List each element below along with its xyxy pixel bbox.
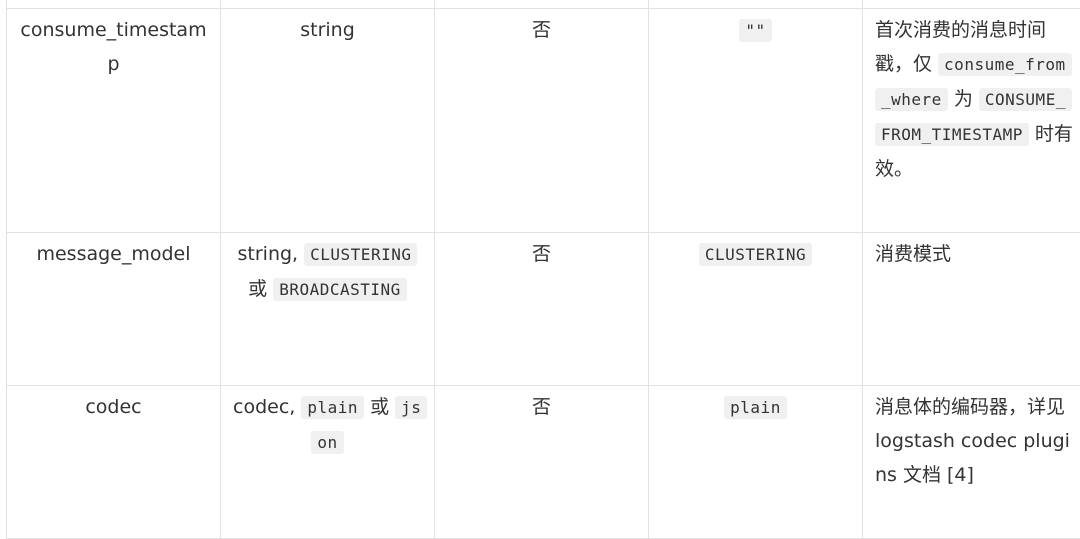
- param-name-cell: message_model: [7, 233, 221, 386]
- param-default-code: CLUSTERING: [699, 243, 812, 266]
- inline-code: CLUSTERING: [304, 243, 417, 266]
- table-cell: [435, 0, 649, 9]
- param-name-cell: codec: [7, 386, 221, 539]
- table-row: codec codec, plain 或 json 否 plain 消息体的编码…: [7, 386, 1080, 539]
- param-default-code: "": [739, 19, 771, 42]
- table-cell: [7, 0, 221, 9]
- table-row-previous: [7, 0, 1080, 9]
- param-default-cell: CLUSTERING: [649, 233, 863, 386]
- description-text: 为: [948, 88, 979, 110]
- param-description-cell: 首次消费的消息时间戳，仅 consume_from_where 为 CONSUM…: [863, 9, 1080, 233]
- param-default-code: plain: [724, 396, 787, 419]
- param-required-cell: 否: [435, 386, 649, 539]
- param-required: 否: [532, 19, 551, 41]
- param-type-cell: string: [221, 9, 435, 233]
- parameters-table: consume_timestamp string 否 "" 首次消费的消息时间戳…: [6, 0, 1080, 539]
- type-text: codec,: [233, 396, 301, 418]
- table-row: message_model string, CLUSTERING 或 BROAD…: [7, 233, 1080, 386]
- table-cell: [863, 0, 1080, 9]
- table-row: consume_timestamp string 否 "" 首次消费的消息时间戳…: [7, 9, 1080, 233]
- param-required-cell: 否: [435, 233, 649, 386]
- param-required: 否: [532, 243, 551, 265]
- description-text: 消息体的编码器，详见 logstash codec plugins 文档 [4]: [875, 396, 1070, 486]
- param-name: message_model: [36, 243, 190, 265]
- param-name: codec: [85, 396, 141, 418]
- table-cell: [649, 0, 863, 9]
- param-default-cell: plain: [649, 386, 863, 539]
- param-name-cell: consume_timestamp: [7, 9, 221, 233]
- param-default-cell: "": [649, 9, 863, 233]
- inline-code: plain: [301, 396, 364, 419]
- description-text: 消费模式: [875, 243, 951, 265]
- param-description-cell: 消息体的编码器，详见 logstash codec plugins 文档 [4]: [863, 386, 1080, 539]
- param-type: string: [300, 19, 355, 41]
- param-type-cell: codec, plain 或 json: [221, 386, 435, 539]
- param-required-cell: 否: [435, 9, 649, 233]
- param-name: consume_timestamp: [20, 19, 206, 75]
- inline-code: BROADCASTING: [273, 278, 407, 301]
- param-description-cell: 消费模式: [863, 233, 1080, 386]
- param-required: 否: [532, 396, 551, 418]
- type-text: 或: [248, 278, 273, 300]
- table-cell: [221, 0, 435, 9]
- type-text: 或: [364, 396, 395, 418]
- type-text: string,: [238, 243, 305, 265]
- param-type-cell: string, CLUSTERING 或 BROADCASTING: [221, 233, 435, 386]
